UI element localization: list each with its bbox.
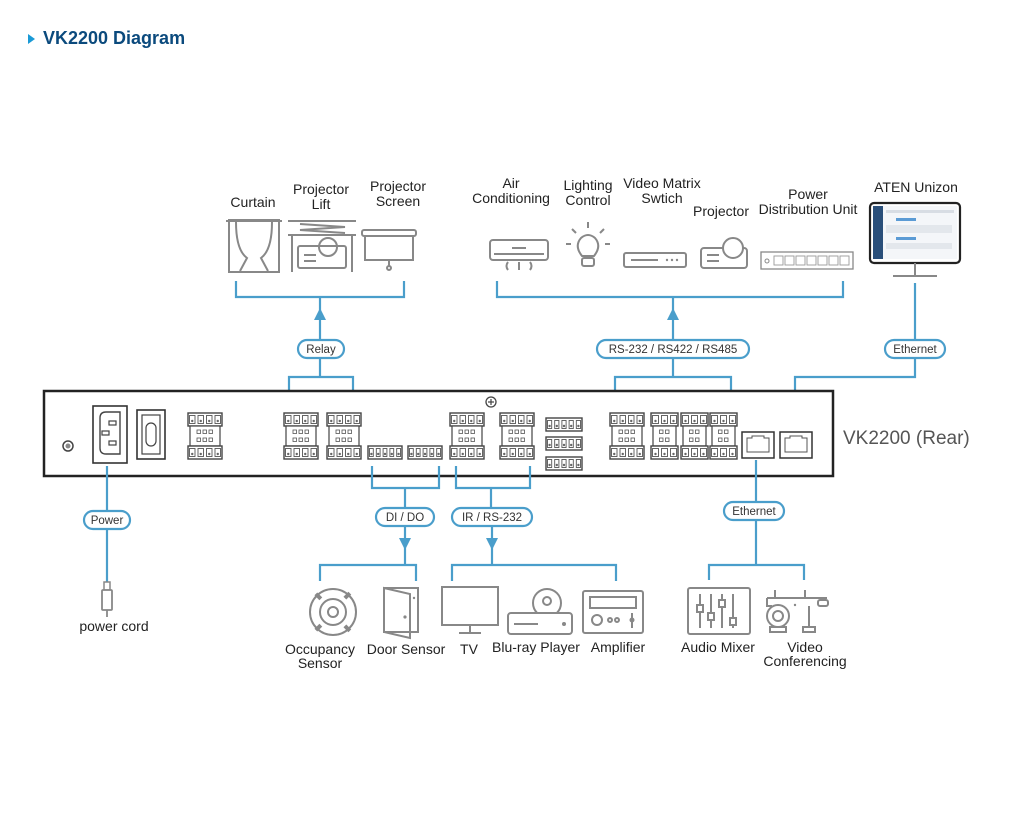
power-inlet [92,405,128,464]
ground-screw-icon [62,440,74,452]
serial-terminal-1 [609,412,645,460]
pdu-outlet [839,255,850,266]
ethernet-bus-bottom [707,520,806,580]
lan-port-2 [779,431,813,459]
dido-arrow-down-icon [399,538,411,550]
occupancy-sensor-icon [309,588,357,636]
page-title: VK2200 Diagram [43,28,186,48]
pdu-outlet [795,255,806,266]
ethernet-top-pill-label: Ethernet [893,344,937,356]
relay-terminal-1 [283,412,319,460]
ir-terminal-2 [499,412,535,460]
pdu-outlet [828,255,839,266]
ir-terminal-1 [449,412,485,460]
audio-terminal-stack [545,417,583,471]
amplifier-icon [582,590,644,634]
ir-arrow-down-icon [486,538,498,550]
air-conditioning-icon [489,239,549,271]
serial-terminal-4 [709,412,738,460]
door-sensor-icon [383,586,419,640]
power-cord-icon [101,581,113,617]
power-pill [82,509,132,531]
dido-pill-label: DI / DO [386,512,424,524]
terminal-block-1 [187,412,223,460]
curtain-icon [226,219,282,273]
label-audio-mixer: Audio Mixer [681,639,755,655]
audio-mixer-icon [687,587,751,635]
serial-arrow-up-icon [667,308,679,320]
pdu-outlet [784,255,795,266]
label-curtain: Curtain [230,194,275,210]
label-amplifier: Amplifier [591,639,646,655]
section-heading: VK2200 Diagram [28,28,185,49]
label-aten-unizon: ATEN Unizon [874,179,958,195]
projector-screen-icon [361,229,417,271]
mounting-screw-icon [485,396,497,408]
ethernet-bottom-pill-label: Ethernet [732,506,776,518]
label-projector: Projector [693,203,749,219]
device-name: VK2200 (Rear) [843,428,970,449]
relay-pill-label: Relay [306,344,336,356]
dido-bus-bottom [318,563,418,581]
caret-right-icon [28,33,35,44]
relay-terminal-2 [326,412,362,460]
serial-terminal-2 [650,412,679,460]
tv-icon [441,586,499,634]
lan-port-1 [741,431,775,459]
ir-bus-bottom [450,563,618,581]
relay-bus-top [234,281,406,299]
label-power-cord: power cord [79,618,148,634]
projector-lift-icon [288,220,356,272]
pdu-outlet [817,255,828,266]
pdu-outlet [806,255,817,266]
label-door-sensor: Door Sensor [367,641,446,657]
ir-bus-device [454,466,532,508]
bluray-player-icon [507,588,573,635]
aten-unizon-monitor-icon [868,201,962,277]
dido-bus-device [370,466,441,508]
pdu-icon [760,251,854,270]
dido-terminal-2 [407,445,443,460]
power-switch [136,409,166,460]
serial-pill-label: RS-232 / RS422 / RS485 [609,344,738,356]
power-pill-label: Power [91,515,124,527]
video-conferencing-icon [766,590,829,633]
label-bluray-player: Blu-ray Player [492,639,580,655]
serial-terminal-3 [680,412,709,460]
relay-arrow-up-icon [314,308,326,320]
projector-icon [700,237,748,269]
ir-pill-label: IR / RS-232 [462,512,522,524]
label-tv: TV [460,641,479,657]
video-matrix-switch-icon [623,252,687,268]
dido-terminal-1 [367,445,403,460]
serial-bus-top [495,281,845,299]
pdu-outlet [773,255,784,266]
lighting-control-icon [566,222,610,267]
ethernet-bottom-pill [722,500,786,522]
